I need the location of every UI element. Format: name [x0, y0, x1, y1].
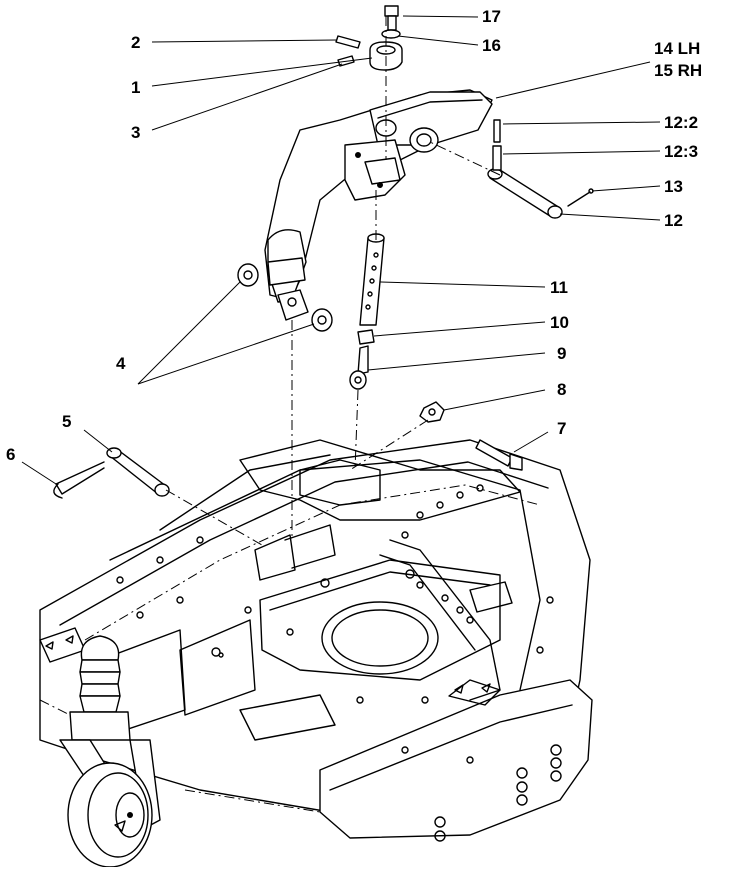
- top-hardware: [335, 5, 403, 71]
- callout-17: 17: [482, 7, 501, 26]
- callout-16: 16: [482, 36, 501, 55]
- leader-lines: [21, 15, 661, 485]
- callout-12-3: 12:3: [664, 142, 699, 161]
- callout-15-rh: 15 RH: [654, 61, 703, 80]
- callout-14-lh: 14 LH: [654, 39, 701, 58]
- callout-3: 3: [131, 123, 141, 142]
- deck-pin-and-hairpin: [53, 447, 170, 499]
- washers-item-4: [237, 263, 333, 332]
- caster-wheel-assembly: [59, 635, 161, 868]
- callout-8: 8: [557, 380, 567, 399]
- callout-11: 11: [550, 278, 568, 297]
- mower-deck: [39, 439, 593, 842]
- deck-support-arm: [264, 89, 493, 321]
- callout-2: 2: [131, 33, 141, 52]
- callout-10: 10: [550, 313, 569, 332]
- callout-6: 6: [6, 445, 16, 464]
- nut-and-bolt: [419, 401, 523, 471]
- assembly-lines: [165, 16, 501, 546]
- callout-5: 5: [62, 412, 72, 431]
- callout-12-2: 12:2: [664, 113, 699, 132]
- callout-4: 4: [116, 354, 126, 373]
- callout-7: 7: [557, 419, 567, 438]
- lift-link: [349, 233, 385, 390]
- callout-12: 12: [664, 211, 683, 230]
- callout-1: 1: [131, 78, 141, 97]
- pivot-pin-assembly: [487, 119, 594, 219]
- callout-9: 9: [557, 344, 567, 363]
- callout-13: 13: [664, 177, 683, 196]
